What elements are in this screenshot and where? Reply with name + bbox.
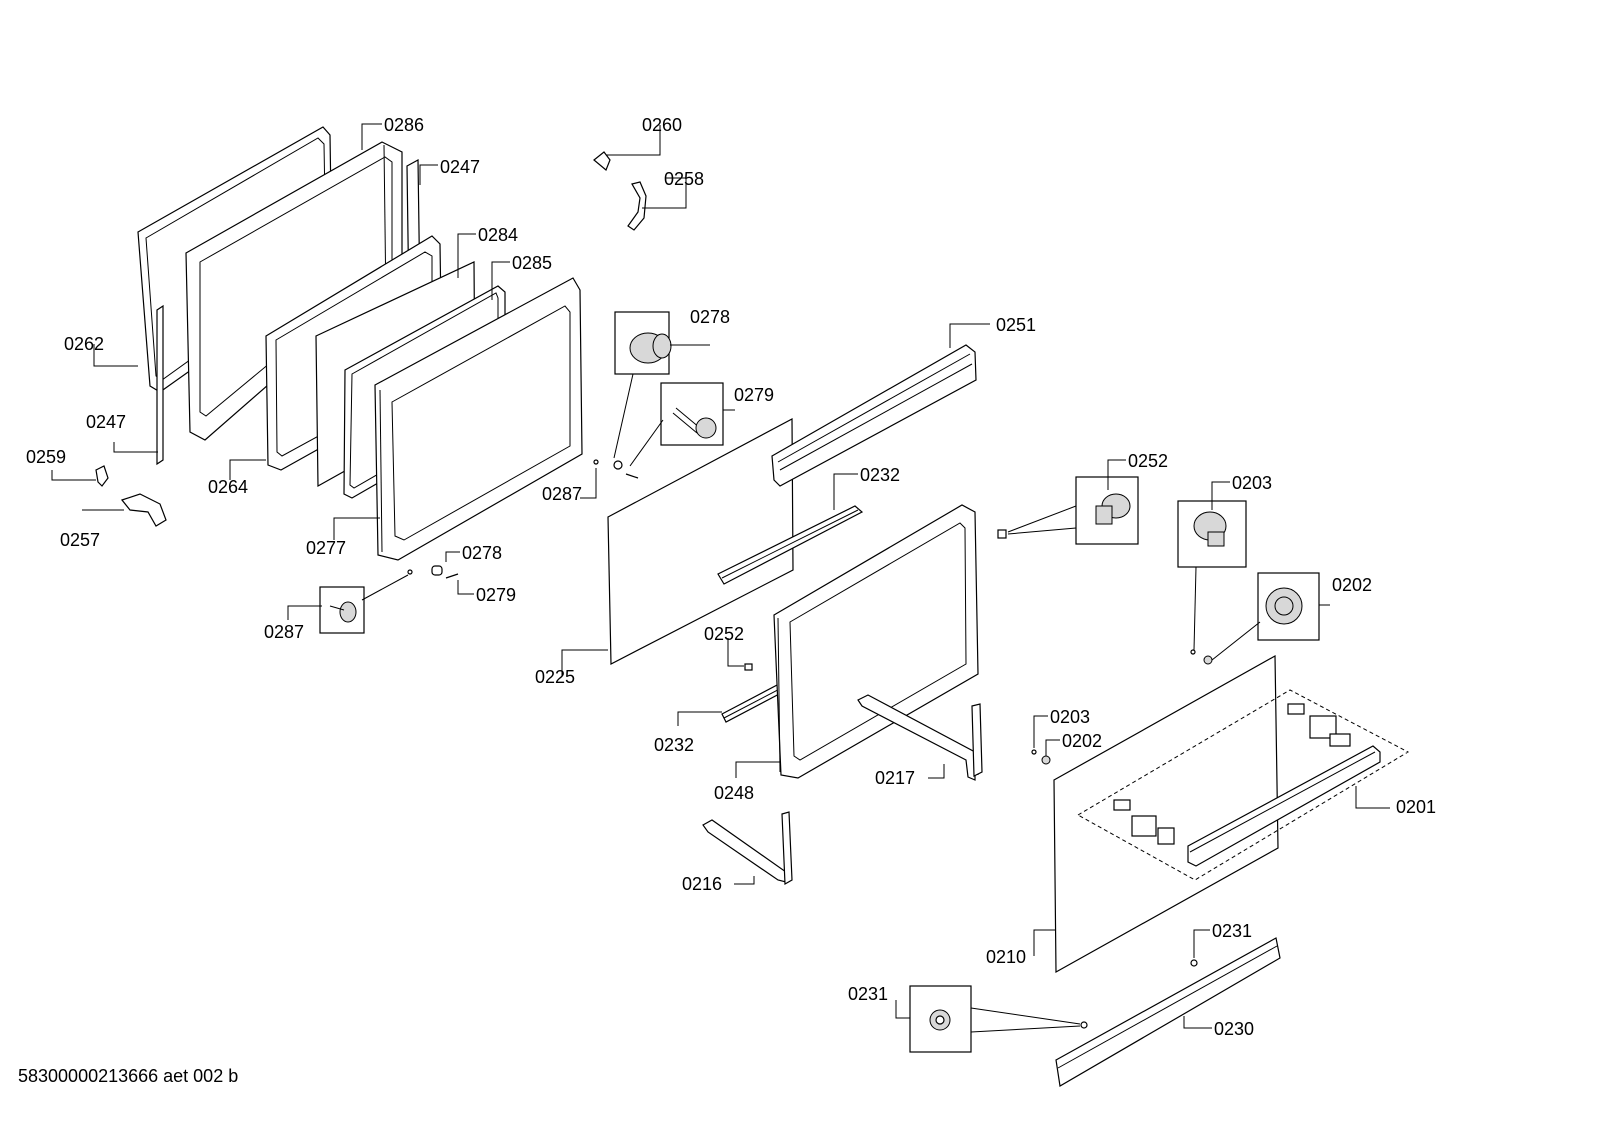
callout-0278: 0278 bbox=[690, 307, 730, 327]
bracket-0216 bbox=[702, 811, 793, 886]
callout-0203: 0203 bbox=[1232, 473, 1272, 493]
callout-0277: 0277 bbox=[306, 538, 346, 558]
small-knobs-0203-0202 bbox=[1031, 749, 1051, 765]
callout-0286: 0286 bbox=[384, 115, 424, 135]
callout-0203: 0203 bbox=[1050, 707, 1090, 727]
callout-0279: 0279 bbox=[476, 585, 516, 605]
callout-0287: 0287 bbox=[542, 484, 582, 504]
leader-lines bbox=[51, 123, 1390, 1029]
callout-0285: 0285 bbox=[512, 253, 552, 273]
callout-0262: 0262 bbox=[64, 334, 104, 354]
callout-0252: 0252 bbox=[1128, 451, 1168, 471]
callout-0287: 0287 bbox=[264, 622, 304, 642]
knob-inset-0203 bbox=[1177, 500, 1247, 651]
drawing-number: 58300000213666 aet 002 b bbox=[18, 1066, 239, 1086]
callout-0217: 0217 bbox=[875, 768, 915, 788]
callout-0248: 0248 bbox=[714, 783, 754, 803]
rail-0232-upper bbox=[717, 505, 864, 585]
callout-0202: 0202 bbox=[1332, 575, 1372, 595]
callout-0258: 0258 bbox=[664, 169, 704, 189]
callout-0257: 0257 bbox=[60, 530, 100, 550]
knob-inset-0202 bbox=[1190, 572, 1320, 665]
callout-0210: 0210 bbox=[986, 947, 1026, 967]
callout-0230: 0230 bbox=[1214, 1019, 1254, 1039]
control-panel-0210 bbox=[1053, 654, 1279, 974]
small-screws-left bbox=[407, 459, 639, 579]
outer-door-frame-0277 bbox=[374, 277, 583, 561]
callout-0279: 0279 bbox=[734, 385, 774, 405]
clip-inset-0231 bbox=[909, 959, 1198, 1053]
callout-0278: 0278 bbox=[462, 543, 502, 563]
bottom-trim-0230 bbox=[1055, 937, 1281, 1087]
callout-0201: 0201 bbox=[1396, 797, 1436, 817]
callout-0231: 0231 bbox=[848, 984, 888, 1004]
handle-bar-0201 bbox=[1187, 745, 1381, 867]
inset-box-0278 bbox=[613, 311, 672, 459]
callout-0259: 0259 bbox=[26, 447, 66, 467]
callout-0232: 0232 bbox=[654, 735, 694, 755]
callout-0264: 0264 bbox=[208, 477, 248, 497]
callout-0231: 0231 bbox=[1212, 921, 1252, 941]
callout-0247: 0247 bbox=[86, 412, 126, 432]
knob-inset-0252 bbox=[997, 476, 1139, 545]
callout-labels: 0286 0247 0284 0285 0262 0247 0259 0257 … bbox=[26, 115, 1436, 1039]
callout-0202: 0202 bbox=[1062, 731, 1102, 751]
switch-parts bbox=[1113, 703, 1351, 845]
hinge-parts-left bbox=[95, 151, 647, 527]
callout-0260: 0260 bbox=[642, 115, 682, 135]
inner-frame-0248 bbox=[773, 504, 979, 779]
callout-0252: 0252 bbox=[704, 624, 744, 644]
inset-box-0279 bbox=[629, 382, 724, 467]
callout-0284: 0284 bbox=[478, 225, 518, 245]
front-glass-0225 bbox=[607, 418, 794, 665]
callout-0247: 0247 bbox=[440, 157, 480, 177]
inset-box-0287 bbox=[319, 574, 409, 634]
callout-0216: 0216 bbox=[682, 874, 722, 894]
bracket-0217 bbox=[857, 694, 983, 781]
top-rail-0251 bbox=[771, 344, 977, 487]
callout-0251: 0251 bbox=[996, 315, 1036, 335]
small-screw-0252a bbox=[744, 663, 753, 671]
callout-0232: 0232 bbox=[860, 465, 900, 485]
callout-0225: 0225 bbox=[535, 667, 575, 687]
dashed-assembly-0201 bbox=[1076, 689, 1410, 881]
